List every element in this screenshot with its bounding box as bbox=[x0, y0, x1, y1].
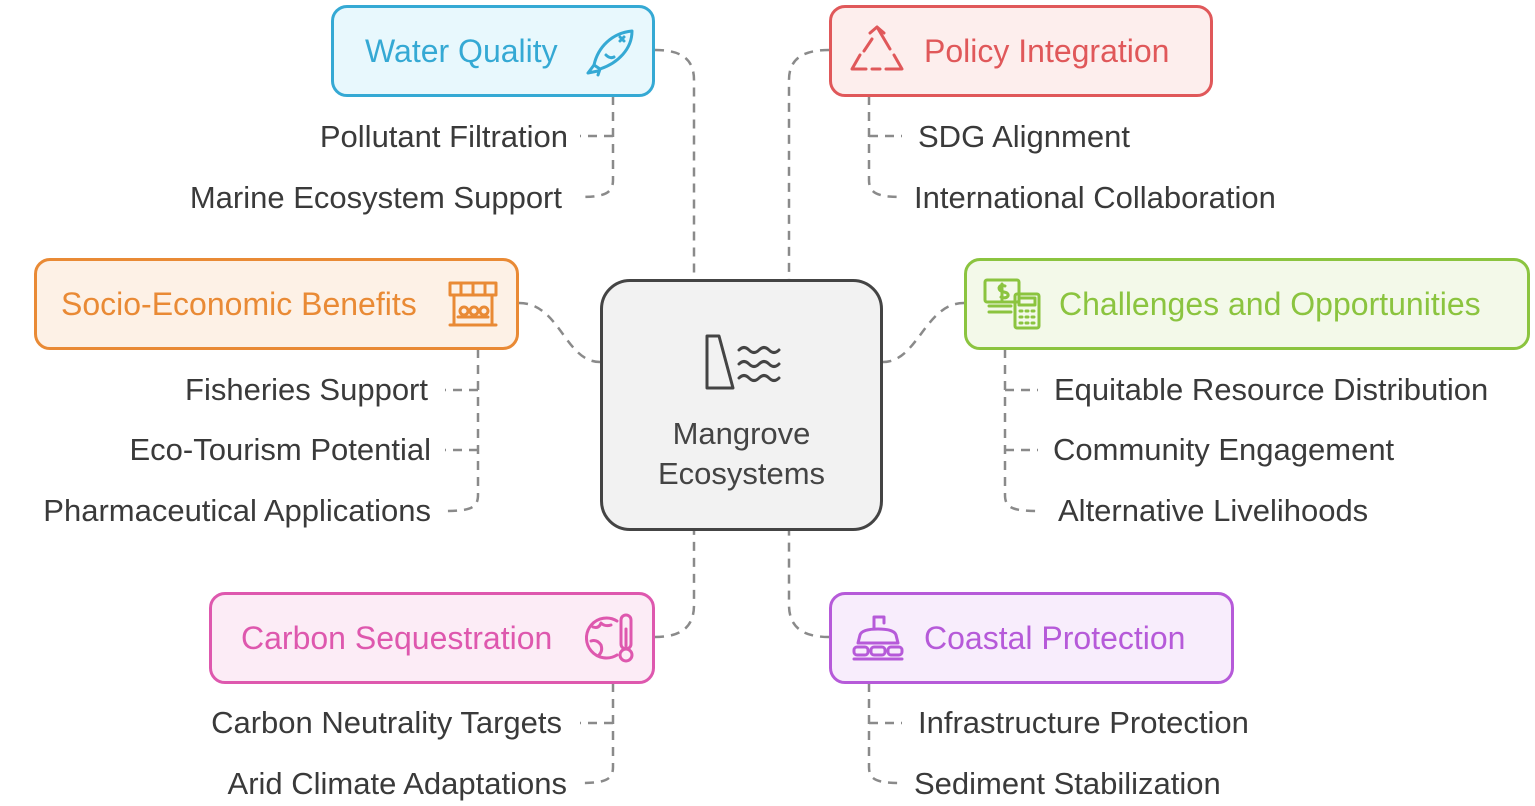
policy-integration-label: Policy Integration bbox=[924, 32, 1170, 69]
coastal-item: Infrastructure Protection bbox=[918, 705, 1249, 740]
carbon-item: Carbon Neutrality Targets bbox=[211, 705, 562, 740]
fish-icon bbox=[586, 29, 634, 77]
recycle-icon bbox=[850, 25, 904, 71]
market-stall-icon bbox=[448, 281, 498, 327]
connector-policy-items bbox=[867, 96, 903, 199]
socio-economic-node: Socio-Economic Benefits bbox=[34, 258, 519, 350]
connector-wq-items bbox=[579, 96, 615, 199]
challenges-node: Challenges and Opportunities bbox=[964, 258, 1530, 350]
challenges-item: Equitable Resource Distribution bbox=[1054, 372, 1489, 407]
challenges-item: Alternative Livelihoods bbox=[1058, 493, 1369, 528]
water-quality-item: Pollutant Filtration bbox=[319, 119, 568, 154]
water-quality-node: Water Quality bbox=[331, 5, 655, 97]
policy-item: SDG Alignment bbox=[918, 119, 1130, 154]
center-title: Mangrove Ecosystems bbox=[657, 416, 826, 491]
connector-carbon-items bbox=[579, 683, 615, 785]
socio-item: Fisheries Support bbox=[185, 372, 428, 407]
challenges-item: Community Engagement bbox=[1053, 432, 1395, 467]
connector-socio-items bbox=[444, 349, 480, 513]
dam-water-icon bbox=[705, 334, 781, 390]
socio-economic-label: Socio-Economic Benefits bbox=[61, 285, 417, 322]
policy-integration-node: Policy Integration bbox=[829, 5, 1213, 97]
challenges-label: Challenges and Opportunities bbox=[1059, 285, 1481, 322]
water-quality-item: Marine Ecosystem Support bbox=[189, 180, 562, 215]
water-quality-label: Water Quality bbox=[365, 32, 558, 69]
connector-coastal bbox=[787, 531, 830, 639]
carbon-label: Carbon Sequestration bbox=[241, 619, 553, 656]
coastal-item: Sediment Stabilization bbox=[914, 766, 1221, 801]
connector-water-quality bbox=[654, 48, 696, 279]
money-calculator-icon bbox=[983, 278, 1041, 330]
connector-policy bbox=[787, 48, 830, 279]
coastal-node: Coastal Protection bbox=[829, 592, 1234, 684]
connector-carbon bbox=[654, 531, 696, 639]
connector-challenges-items bbox=[1003, 349, 1039, 513]
carbon-item: Arid Climate Adaptations bbox=[227, 766, 567, 801]
barrier-icon bbox=[852, 615, 904, 661]
center-node: Mangrove Ecosystems bbox=[600, 279, 883, 531]
connector-coastal-items bbox=[867, 683, 903, 785]
globe-thermometer-icon bbox=[585, 613, 634, 663]
connector-challenges bbox=[882, 301, 965, 364]
socio-item: Pharmaceutical Applications bbox=[43, 493, 431, 528]
connector-socio bbox=[518, 301, 601, 364]
socio-item: Eco-Tourism Potential bbox=[129, 432, 431, 467]
carbon-node: Carbon Sequestration bbox=[209, 592, 655, 684]
coastal-label: Coastal Protection bbox=[924, 619, 1186, 656]
policy-item: International Collaboration bbox=[914, 180, 1276, 215]
